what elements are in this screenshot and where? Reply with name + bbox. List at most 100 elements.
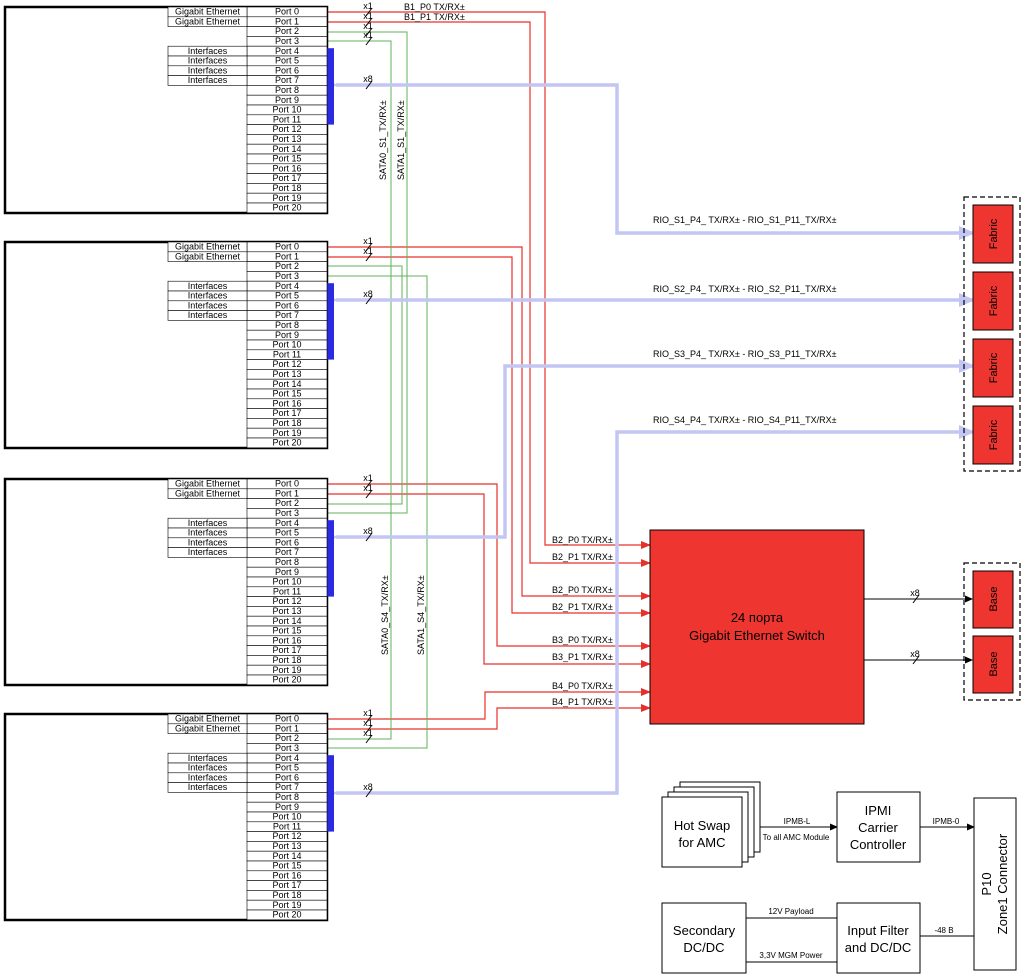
link-rio-s4 — [322, 425, 975, 800]
port-label: Port 10 — [272, 105, 301, 115]
fabric-box: Fabric — [972, 271, 1014, 331]
port-label: Port 20 — [272, 438, 301, 448]
multiplicity-marker: x1 — [363, 483, 373, 499]
interface-label: Gigabit Ethernet — [175, 7, 241, 17]
input-filter-line2: and DC/DC — [845, 940, 911, 955]
port-label: Port 4 — [275, 518, 299, 528]
link-rio-s3 — [322, 359, 975, 544]
port-label: Port 5 — [275, 528, 299, 538]
port-label: Port 13 — [272, 369, 301, 379]
interface-cell — [167, 782, 248, 793]
port-label: Port 1 — [275, 16, 299, 26]
port-cell — [246, 674, 328, 686]
port-label: Port 1 — [275, 723, 299, 733]
port-label: Port 18 — [272, 418, 301, 428]
port-label: Port 5 — [275, 763, 299, 773]
multiplicity-marker: x1 — [363, 236, 373, 252]
port-label: Port 19 — [272, 193, 301, 203]
interface-label: Interfaces — [188, 65, 228, 75]
port-cell — [246, 202, 328, 214]
link-b1-p0 — [318, 8, 651, 549]
multiplicity-marker: x1 — [363, 718, 373, 734]
multiplicity-label: x8 — [910, 588, 920, 598]
port-label: Port 11 — [273, 586, 301, 596]
multiplicity-marker: x8 — [910, 649, 920, 665]
port-label: Port 12 — [272, 831, 301, 841]
port-label: Port 8 — [275, 85, 299, 95]
fabric-box: Fabric — [972, 204, 1014, 264]
link-b1-p1 — [318, 18, 651, 567]
sata-a — [318, 28, 408, 514]
base-box: Base — [972, 635, 1014, 694]
hotswap-stack: Hot Swap for AMC — [661, 781, 761, 868]
interface-cell — [167, 16, 248, 27]
ipmb-l-label: IPMB-L — [784, 817, 811, 826]
port-label: Port 15 — [272, 154, 301, 164]
label-rio-s2: RIO_S2_P4_ TX/RX± - RIO_S2_P11_TX/RX± — [653, 284, 837, 294]
ipmi-line1: IPMI — [865, 803, 892, 818]
interface-label: Interfaces — [188, 291, 228, 301]
multiplicity-label: x1 — [363, 728, 373, 738]
port-label: Port 13 — [272, 841, 301, 851]
interface-label: Interfaces — [188, 763, 228, 773]
port-label: Port 16 — [272, 635, 301, 645]
fabric-port-bar — [327, 48, 334, 125]
port-label: Port 6 — [275, 772, 299, 782]
port-label: Port 0 — [275, 714, 299, 724]
fabric-label: Fabric — [988, 285, 1000, 316]
hotswap-line1: Hot Swap — [674, 818, 730, 833]
label-sata0-s4: SATA0_S4_TX/RX± — [380, 575, 390, 655]
minus48-label: -48 B — [934, 926, 953, 935]
label-b3-p0: B3_P0 TX/RX± — [552, 635, 613, 645]
port-label: Port 18 — [272, 890, 301, 900]
ethernet-links — [318, 8, 651, 733]
port-label: Port 19 — [272, 665, 301, 675]
port-label: Port 17 — [272, 880, 301, 890]
interface-label: Interfaces — [188, 46, 228, 56]
interface-label: Interfaces — [188, 547, 228, 557]
port-label: Port 3 — [275, 36, 299, 46]
multiplicity-marker: x8 — [363, 74, 373, 90]
label-b2-p0: B2_P0 TX/RX± — [552, 535, 613, 545]
base-label: Base — [988, 586, 1000, 611]
fabric-box: Fabric — [972, 338, 1014, 398]
port-label: Port 14 — [272, 379, 301, 389]
port-label: Port 20 — [272, 910, 301, 920]
input-filter-line1: Input Filter — [847, 923, 909, 938]
port-label: Port 15 — [272, 626, 301, 636]
port-label: Port 7 — [275, 547, 299, 557]
to-all-amc-label: To all AMC Module — [763, 833, 830, 842]
port-label: Port 6 — [275, 300, 299, 310]
interface-label: Gigabit Ethernet — [175, 479, 241, 489]
port-label: Port 13 — [272, 134, 301, 144]
multiplicity-label: x1 — [363, 483, 373, 493]
multiplicity-marker: x8 — [363, 782, 373, 798]
fabric-box: Fabric — [972, 405, 1014, 465]
p10-connector: P10 Zone1 Connector — [973, 797, 1017, 971]
multiplicity-label: x8 — [363, 782, 373, 792]
switch-line2: Gigabit Ethernet Switch — [689, 628, 825, 643]
multiplicity-marker: x1 — [363, 728, 373, 744]
label-b1-p0: B1_P0 TX/RX± — [404, 2, 465, 12]
mgm-power-label: 3,3V MGM Power — [759, 951, 822, 960]
label-b2-p1-b: B2_P1 TX/RX± — [552, 602, 613, 612]
multiplicity-marker: x1 — [363, 473, 373, 489]
hotswap-line2: for AMC — [679, 835, 726, 850]
label-rio-s1: RIO_S1_P4_ TX/RX± - RIO_S1_P11_TX/RX± — [653, 215, 837, 225]
port-label: Port 6 — [275, 65, 299, 75]
port-label: Port 16 — [272, 398, 301, 408]
multiplicity-label: x1 — [363, 1, 373, 11]
port-label: Port 12 — [272, 596, 301, 606]
port-label: Port 15 — [272, 389, 301, 399]
interface-label: Interfaces — [188, 518, 228, 528]
interface-label: Gigabit Ethernet — [175, 488, 241, 498]
port-label: Port 16 — [272, 870, 301, 880]
port-label: Port 3 — [275, 743, 299, 753]
multiplicity-marker: x1 — [363, 11, 373, 27]
multiplicity-label: x1 — [363, 21, 373, 31]
